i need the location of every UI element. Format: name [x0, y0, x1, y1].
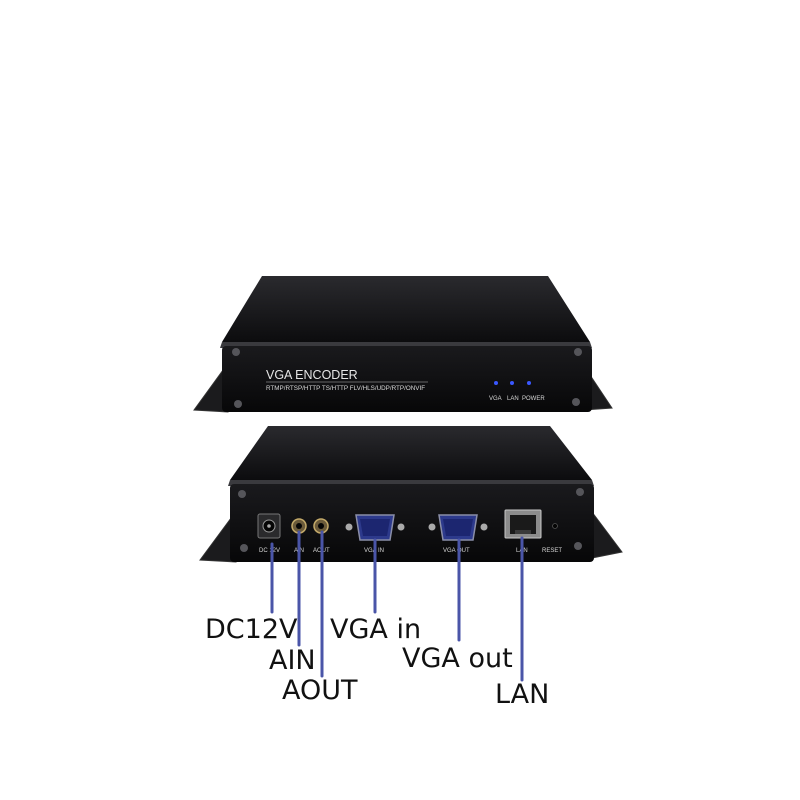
encoder-front-unit: VGA ENCODER RTMP/RTSP/HTTP TS/HTTP FLV/H… — [193, 276, 613, 413]
front-protocols: RTMP/RTSP/HTTP TS/HTTP FLV/HLS/UDP/RTP/O… — [266, 385, 425, 392]
case-top — [230, 426, 592, 480]
front-panel — [222, 346, 592, 412]
callout-vga-in: VGA in — [330, 614, 422, 645]
screw — [238, 490, 246, 498]
mount-flange-right — [591, 510, 623, 559]
callout-ain: AIN — [269, 645, 316, 676]
callout-lines — [270, 530, 524, 682]
vga-in-port — [345, 514, 405, 541]
callout-aout: AOUT — [282, 675, 358, 706]
screw — [572, 398, 580, 406]
led-indicator — [510, 381, 514, 385]
indicator-label: LAN — [507, 396, 519, 402]
indicator-label: POWER — [522, 396, 545, 402]
port-label: DC 12V — [259, 548, 280, 554]
lan-port — [504, 509, 542, 539]
screw — [232, 348, 240, 356]
dc-power-jack — [257, 513, 281, 539]
led-indicator — [494, 381, 498, 385]
audio-in-jack — [291, 518, 307, 534]
audio-out-jack — [313, 518, 329, 534]
encoder-rear-unit: DC 12V AIN AOUT VGA IN VGA OUT LAN RESET — [199, 426, 623, 563]
reset-button — [552, 523, 558, 529]
callout-lan: LAN — [495, 679, 550, 710]
indicator-label: VGA — [489, 396, 502, 402]
port-label: RESET — [542, 548, 562, 554]
case-top — [222, 276, 590, 342]
screw — [234, 400, 242, 408]
screw — [574, 542, 582, 550]
screw — [574, 348, 582, 356]
front-title: VGA ENCODER — [266, 368, 358, 382]
led-indicator — [527, 381, 531, 385]
screw — [576, 488, 584, 496]
port-label: VGA OUT — [443, 548, 470, 554]
vga-out-port — [428, 514, 488, 541]
callout-dc12v: DC12V — [205, 614, 298, 645]
callout-vga-out: VGA out — [402, 643, 513, 674]
screw — [240, 544, 248, 552]
